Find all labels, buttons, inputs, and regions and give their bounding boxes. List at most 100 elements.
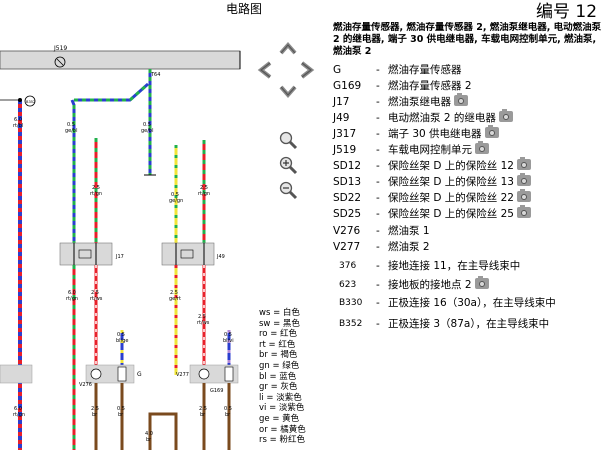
wire15-color: br [118, 412, 124, 418]
wire-color-item: li = 淡紫色 [259, 392, 302, 403]
camera-icon[interactable] [516, 205, 531, 218]
wire5-color: ge/gn [169, 198, 183, 204]
wire10-cross-section: 2.5 [198, 314, 206, 320]
j49-relay [161, 242, 215, 266]
camera-icon[interactable] [516, 189, 531, 202]
wire-color-item: rt = 红色 [259, 339, 296, 350]
legend-code: J317 [333, 128, 357, 140]
legend-dash: - [376, 176, 380, 188]
v277-pump-motor-icon [198, 368, 210, 380]
page-title: 电路图 [226, 2, 263, 16]
legend-code: G [333, 64, 342, 76]
legend-desc: 燃油泵 1 [388, 225, 430, 237]
wire-color-item: sw = 黑色 [259, 318, 300, 329]
legend-code: SD22 [333, 192, 362, 204]
legend-code: 623 [339, 280, 357, 290]
wire7-cross-section: 6.0 [68, 290, 76, 296]
camera-icon[interactable] [516, 173, 531, 186]
zoom-out-button[interactable] [278, 180, 298, 200]
wire8-color: rt/ws [90, 296, 103, 302]
wire-color-item: gr = 灰色 [259, 382, 298, 393]
legend-dash: - [376, 144, 380, 156]
legend-code: V277 [333, 241, 361, 253]
camera-icon[interactable] [498, 109, 513, 122]
wire13-cross-section: 6.0 [14, 406, 22, 412]
j49-label: J49 [216, 254, 225, 260]
camera-icon[interactable] [474, 276, 489, 289]
zoom-fit-button[interactable] [278, 130, 298, 150]
legend-desc: 正极连接 3（87a），在主导线束中 [388, 318, 550, 330]
j17-relay [59, 242, 113, 266]
legend-desc: 车载电网控制单元 [388, 144, 472, 156]
t64-label: T64 [150, 72, 160, 78]
wire14-color: br [92, 412, 98, 418]
wire7-color: rt/gn [66, 296, 78, 302]
j17-label: J17 [115, 254, 124, 260]
legend-desc: 保险丝架 D 上的保险丝 12 [388, 160, 514, 172]
legend-desc: 保险丝架 D 上的保险丝 13 [388, 176, 514, 188]
legend-code: SD12 [333, 160, 362, 172]
wire-color-key: ws = 白色 sw = 黑色 ro = 红色 rt = 红色 br = 褐色 … [259, 308, 306, 446]
legend-desc: 保险丝架 D 上的保险丝 22 [388, 192, 514, 204]
wire14-cross-section: 2.5 [91, 406, 99, 412]
zoom-in-button[interactable] [278, 155, 298, 175]
legend-desc: 燃油存量传感器 2 [388, 80, 472, 92]
wire5-cross-section: 0.5 [171, 192, 179, 198]
legend-dash: - [376, 208, 380, 220]
legend-desc: 端子 30 供电继电器 [388, 128, 482, 140]
wire-color-item: ge = 黄色 [259, 413, 300, 424]
legend-desc: 燃油泵 2 [388, 241, 430, 253]
wire9-cross-section: 2.5 [170, 290, 178, 296]
wire-color-item: vi = 淡紫色 [259, 403, 305, 414]
legend-desc: 正极连接 16（30a），在主导线束中 [388, 297, 556, 309]
wire16-color: br [200, 412, 206, 418]
diagram-heading: 燃油存量传感器, 燃油存量传感器 2, 燃油泵继电器, 电动燃油泵 2 的继电器… [333, 22, 602, 57]
legend-dash: - [376, 160, 380, 172]
wire-color-item: or = 橘黄色 [259, 424, 306, 435]
legend-dash: - [376, 112, 380, 124]
legend-dash: - [376, 96, 380, 108]
wire-br-ground [148, 412, 178, 450]
camera-icon[interactable] [454, 93, 468, 106]
pan-right-icon [300, 61, 315, 79]
wire11-color: bl/ge [116, 338, 129, 344]
legend-code: J49 [333, 112, 350, 124]
legend-dash: - [376, 80, 380, 92]
legend-desc: 燃油泵继电器 [388, 96, 451, 108]
legend-code: 376 [339, 261, 357, 271]
wire4-cross-section: 2.5 [92, 185, 100, 191]
camera-icon[interactable] [516, 157, 531, 170]
magnifier-icon [279, 131, 298, 150]
wire2-cross-section: 0.5 [67, 122, 75, 128]
camera-icon[interactable] [484, 125, 499, 138]
pan-down-button[interactable] [278, 84, 298, 100]
pan-up-button[interactable] [278, 40, 298, 56]
wire8-cross-section: 2.5 [91, 290, 99, 296]
legend-code: V276 [333, 225, 361, 237]
wire3-cross-section: 0.5 [143, 122, 151, 128]
wire17-color: br [225, 412, 231, 418]
camera-icon[interactable] [475, 141, 489, 154]
wire13-color: rt/gn [13, 412, 25, 418]
wire4-color: rt/gn [90, 191, 102, 197]
wire12-cross-section: 0.5 [224, 332, 232, 338]
pan-right-button[interactable] [298, 60, 316, 80]
legend-dash: - [376, 128, 380, 140]
b352-node-label: B352 [26, 100, 35, 104]
zoom-out-icon [279, 181, 298, 200]
legend-code: SD25 [333, 208, 362, 220]
diagram-number: 编号 12 [536, 2, 598, 22]
wire-color-item: bl = 蓝色 [259, 371, 297, 382]
wire10-color: rt/ws [197, 320, 210, 326]
wire-color-item: ws = 白色 [259, 308, 300, 318]
legend-code: SD13 [333, 176, 362, 188]
wire12-color: bl/vi [223, 338, 234, 344]
pan-left-button[interactable] [256, 60, 274, 80]
wire18-color: br [146, 437, 152, 443]
legend-code: B330 [339, 298, 363, 308]
legend-dash: - [376, 64, 380, 76]
legend-desc: 保险丝架 D 上的保险丝 25 [388, 208, 514, 220]
legend-code: B352 [339, 319, 363, 329]
ground-symbol-icon [54, 56, 66, 68]
legend-code: G169 [333, 80, 362, 92]
